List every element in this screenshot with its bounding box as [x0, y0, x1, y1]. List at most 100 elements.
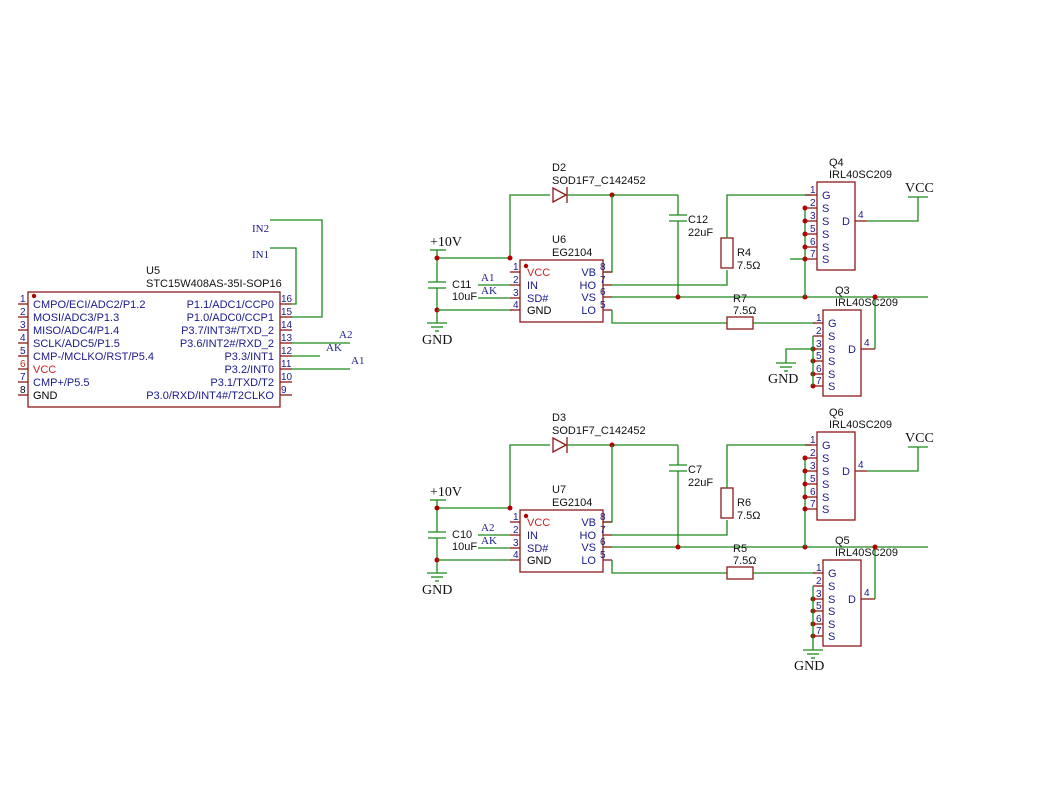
mcu-pin-num: 2 — [20, 307, 26, 318]
q-pin-name: G — [822, 190, 831, 202]
q-pin-num: 1 — [816, 313, 822, 324]
mcu-ref: U5 — [146, 265, 160, 277]
driver-pin-name: SD# — [527, 543, 549, 555]
q-pin-num: 3 — [816, 589, 822, 600]
q-pin-num: 5 — [816, 351, 822, 362]
r-high-ref: R6 — [737, 497, 751, 509]
net-in: A2 — [481, 522, 494, 534]
q-pin-name: S — [822, 492, 829, 504]
driver-pin-name: GND — [527, 305, 552, 317]
half-bridge-stage-2: +10V C10 10uF GND D3 SOD1F7_C142452 C7 2… — [422, 407, 934, 674]
q-pin-name: S — [828, 606, 835, 618]
q-pin-num: 3 — [816, 339, 822, 350]
q-pin-num: 6 — [810, 237, 816, 248]
r-high-value: 7.5Ω — [737, 260, 761, 272]
q-pin-num: 3 — [810, 461, 816, 472]
q-pin-num: 6 — [816, 364, 822, 375]
q-pin-num: 2 — [816, 326, 822, 337]
mosfet-q3: Q3 IRL40SC209 1 2 3 5 6 7 G S S S S S D … — [768, 285, 898, 397]
q-pin-name: S — [828, 581, 835, 593]
mcu-pin-name: P1.1/ADC1/CCP0 — [187, 299, 274, 311]
q-pin-num: 1 — [816, 563, 822, 574]
diode-value: SOD1F7_C142452 — [552, 425, 646, 437]
r-high-value: 7.5Ω — [737, 510, 761, 522]
net-in: A1 — [481, 272, 494, 284]
diode-ref: D3 — [552, 412, 566, 424]
q-pin-name: S — [828, 344, 835, 356]
mosfet-q5: Q5 IRL40SC209 1 2 3 5 6 7 G S S S S S D … — [794, 535, 898, 674]
q-high-ref: Q6 — [829, 407, 844, 419]
driver-pin-name: VS — [581, 542, 596, 554]
driver-pin-num: 5 — [600, 300, 606, 311]
q-pin-num: 7 — [810, 499, 816, 510]
q-pin-num: 1 — [810, 185, 816, 196]
mcu-pin-name: P1.0/ADC0/CCP1 — [187, 312, 274, 324]
q-pin-name: S — [822, 216, 829, 228]
driver-body — [519, 259, 604, 323]
net-label-ak: AK — [326, 342, 342, 354]
mcu-pin-name: SCLK/ADC5/P1.5 — [33, 338, 120, 350]
q-pin-num: 2 — [810, 448, 816, 459]
q-low-gnd-label: GND — [794, 659, 824, 674]
q-drain-num: 4 — [864, 338, 870, 349]
mcu-pin-name: CMPO/ECI/ADC2/P1.2 — [33, 299, 145, 311]
q-pin-name: G — [828, 318, 837, 330]
mcu-pin-name: GND — [33, 390, 58, 402]
mcu-pin-name: P3.3/INT1 — [224, 351, 274, 363]
mcu-pin-name: CMP+/P5.5 — [33, 377, 90, 389]
q-pin-num: 5 — [810, 224, 816, 235]
mcu-pin-name: MOSI/ADC3/P1.3 — [33, 312, 119, 324]
q-low-gnd-label: GND — [768, 372, 798, 387]
diode-body — [552, 186, 568, 204]
half-bridge-stage-1: +10V C11 10uF GND D2 SOD1F7_C142452 C12 … — [422, 157, 934, 397]
q-low-value: IRL40SC209 — [835, 297, 898, 309]
driver-pin-name: HO — [580, 280, 597, 292]
q-pin-name: S — [828, 594, 835, 606]
driver-pin-num: 4 — [513, 300, 519, 311]
in-cap-ref: C10 — [452, 529, 472, 541]
gate-low-resistor — [726, 566, 754, 580]
mcu-pin-name: MISO/ADC4/P1.4 — [33, 325, 119, 337]
driver-pin-num: 6 — [600, 537, 606, 548]
q-pin-name: G — [828, 568, 837, 580]
r-high-ref: R4 — [737, 247, 751, 259]
q-low-ref: Q5 — [835, 535, 850, 547]
mcu-pin-num: 6 — [20, 359, 26, 370]
mcu-pin-num: 1 — [20, 294, 26, 305]
q-pin-name: S — [822, 254, 829, 266]
driver-body — [519, 509, 604, 573]
vcc-label: VCC — [905, 181, 934, 196]
cap-ref: C7 — [688, 464, 702, 476]
driver-value: EG2104 — [552, 247, 592, 259]
in-cap-ref: C11 — [452, 279, 471, 291]
diode-ref: D2 — [552, 162, 566, 174]
mcu-pin-num: 7 — [20, 372, 26, 383]
driver-pin-name: IN — [527, 280, 538, 292]
q-pin-name: S — [822, 229, 829, 241]
driver-pin-num: 1 — [513, 512, 519, 523]
driver-pin-name: HO — [580, 530, 597, 542]
driver-pin-name: SD# — [527, 293, 549, 305]
cap-value: 22uF — [688, 227, 713, 239]
q-high-value: IRL40SC209 — [829, 419, 892, 431]
driver-pin-name: LO — [581, 555, 596, 567]
q-pin-name: S — [828, 356, 835, 368]
driver-pin-name: GND — [527, 555, 552, 567]
q-pin-name: S — [828, 331, 835, 343]
mcu-pin-num: 5 — [20, 346, 26, 357]
q-pin-num: 2 — [816, 576, 822, 587]
mcu-pin-num: 10 — [281, 372, 293, 383]
gnd-label: GND — [422, 333, 452, 348]
driver-pin-name: VB — [581, 267, 596, 279]
driver-ref: U7 — [552, 484, 566, 496]
in-cap-value: 10uF — [452, 541, 477, 553]
gate-high-resistor — [720, 237, 734, 269]
driver-pin-num: 3 — [513, 288, 519, 299]
driver-pin-num: 5 — [600, 550, 606, 561]
driver-pin-num: 7 — [600, 525, 606, 536]
mcu-pin-num: 13 — [281, 333, 293, 344]
vcc-label: VCC — [905, 431, 934, 446]
mcu-pin-name: P3.6/INT2#/RXD_2 — [180, 338, 274, 350]
in-cap-value: 10uF — [452, 291, 477, 303]
